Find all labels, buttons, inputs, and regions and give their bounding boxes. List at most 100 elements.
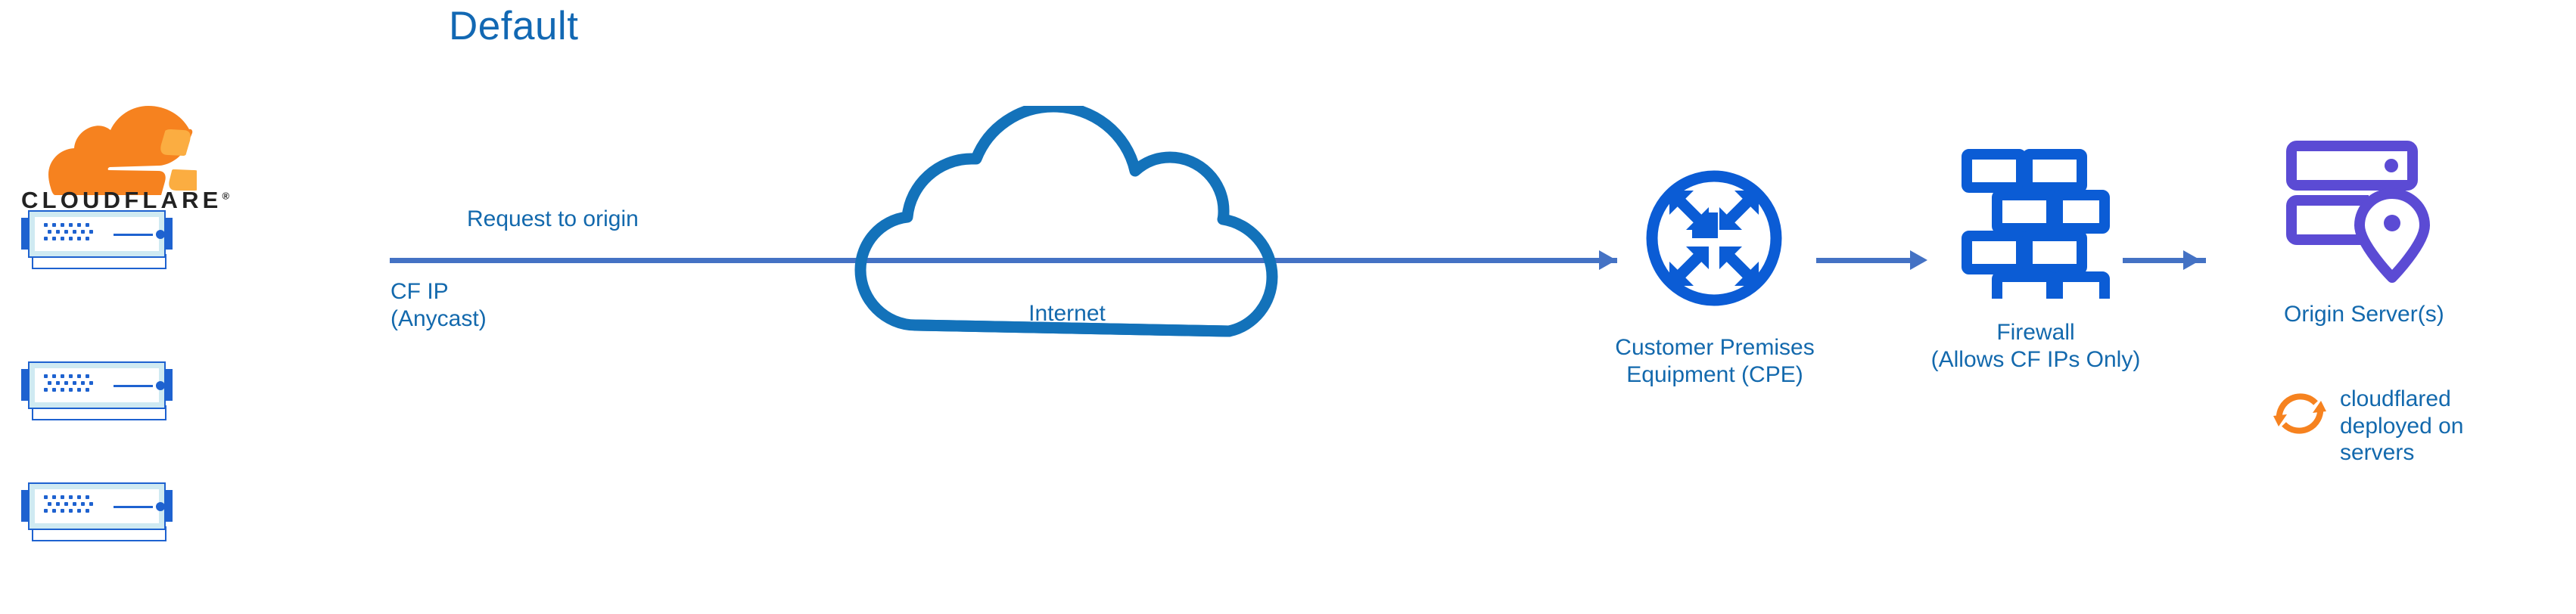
rack-led-dot	[64, 381, 68, 385]
cloudflared-note: cloudflared deployed on servers	[2340, 386, 2514, 467]
cpe-label-line1: Customer Premises	[1615, 335, 1815, 360]
rack-led-dot	[61, 374, 64, 378]
rack-led-dot	[73, 502, 76, 506]
rack-slot-line	[114, 385, 153, 387]
rack-led-dot	[77, 237, 81, 240]
rack-panel	[35, 217, 165, 251]
rack-led-dot	[86, 237, 89, 240]
rack-led-dot	[64, 230, 68, 234]
wordmark-text: CLOUDFLARE	[21, 187, 222, 213]
rack-slot-line	[114, 234, 153, 236]
rack-slot-line	[114, 506, 153, 508]
rack-led-dot	[61, 223, 64, 227]
rack-body	[28, 361, 166, 409]
rack-panel	[35, 368, 165, 402]
cf-ip-label-line2: (Anycast)	[390, 306, 487, 331]
rack-led-dot	[52, 388, 56, 392]
rack-led-dot	[52, 374, 56, 378]
rack-led-dot	[61, 388, 64, 392]
rack-led-dot	[44, 388, 48, 392]
rack-led-dot	[48, 502, 51, 506]
rack-tab-right	[163, 218, 173, 250]
rack-led-dot	[73, 381, 76, 385]
rack-led-dot	[69, 495, 73, 499]
rack-led-dot	[44, 223, 48, 227]
rack-led-dot	[52, 509, 56, 513]
rack-led-grid	[44, 495, 94, 519]
rack-led-dot	[48, 230, 51, 234]
rack-led-dot	[64, 502, 68, 506]
rack-led-dot	[89, 381, 93, 385]
cpe-label-line2: Equipment (CPE)	[1626, 362, 1803, 387]
rack-led-dot	[44, 237, 48, 240]
rack-led-dot	[61, 237, 64, 240]
rack-led-dot	[61, 495, 64, 499]
brick-wall-icon	[1960, 147, 2111, 315]
router-icon	[1642, 166, 1786, 310]
server-location-icon	[2284, 140, 2435, 291]
server-rack-icon	[21, 361, 173, 420]
rack-led-dot	[56, 381, 60, 385]
page-title: Default	[449, 4, 579, 48]
rack-led-dot	[81, 381, 85, 385]
rack-led-dot	[86, 509, 89, 513]
server-rack-icon	[21, 482, 173, 541]
flow-arrow-to-origin-head	[2183, 250, 2201, 270]
rack-led-dot	[48, 381, 51, 385]
rack-led-dot	[44, 509, 48, 513]
rack-led-dot	[56, 230, 60, 234]
rack-power-led	[156, 230, 165, 239]
rack-led-dot	[86, 495, 89, 499]
rack-body	[28, 210, 166, 258]
internet-label: Internet	[1028, 301, 1106, 326]
rack-led-dot	[77, 223, 81, 227]
rack-led-dot	[77, 374, 81, 378]
cloudflare-cloud-logo	[15, 106, 201, 204]
cloudflared-line1: cloudflared	[2340, 386, 2451, 411]
rack-led-dot	[69, 388, 73, 392]
rack-led-dot	[86, 388, 89, 392]
rack-led-dot	[44, 374, 48, 378]
rack-led-dot	[73, 230, 76, 234]
rack-tab-right	[163, 369, 173, 401]
rack-led-dot	[69, 374, 73, 378]
rack-led-grid	[44, 374, 94, 398]
rack-led-dot	[86, 223, 89, 227]
rack-panel	[35, 489, 165, 523]
flow-arrow-to-firewall-line	[1816, 258, 1922, 263]
rack-led-dot	[44, 495, 48, 499]
rack-led-grid	[44, 223, 94, 247]
cloudflared-line2: deployed on	[2340, 413, 2464, 439]
cloudflare-wordmark: CLOUDFLARE®	[21, 187, 229, 214]
rack-power-led	[156, 502, 165, 511]
rack-tab-right	[163, 490, 173, 522]
flow-arrow-to-cpe-line	[390, 258, 1617, 263]
rack-led-dot	[86, 374, 89, 378]
rack-led-dot	[77, 388, 81, 392]
rack-led-dot	[77, 509, 81, 513]
cloudflared-line3: servers	[2340, 440, 2415, 466]
rack-led-dot	[69, 237, 73, 240]
rack-led-dot	[81, 230, 85, 234]
cf-ip-label-line1: CF IP	[390, 279, 449, 304]
origin-server-label: Origin Server(s)	[2284, 302, 2444, 327]
rack-power-led	[156, 381, 165, 390]
flow-arrow-to-cpe-head	[1599, 250, 1616, 270]
rack-body	[28, 482, 166, 530]
rack-led-dot	[52, 223, 56, 227]
rack-led-dot	[77, 495, 81, 499]
rack-led-dot	[89, 502, 93, 506]
flow-arrow-to-firewall-head	[1910, 250, 1927, 270]
flow-arrow-to-origin-line	[2123, 258, 2206, 263]
cloud-icon	[844, 101, 1290, 340]
rack-led-dot	[56, 502, 60, 506]
request-to-origin-label: Request to origin	[467, 206, 639, 231]
rack-led-dot	[61, 509, 64, 513]
rack-led-dot	[52, 237, 56, 240]
rack-led-dot	[69, 223, 73, 227]
firewall-label-line1: Firewall	[1996, 320, 2075, 345]
rack-led-dot	[81, 502, 85, 506]
sync-arrows-icon	[2270, 384, 2329, 443]
registered-mark: ®	[222, 190, 230, 202]
